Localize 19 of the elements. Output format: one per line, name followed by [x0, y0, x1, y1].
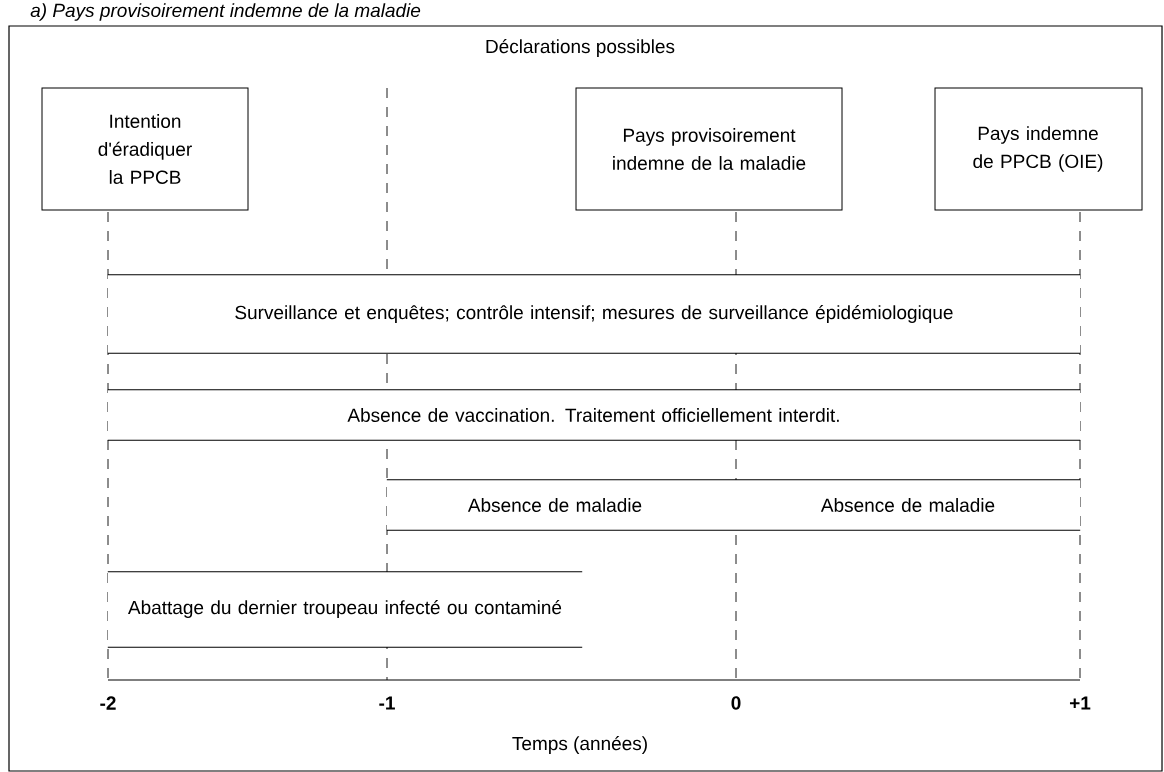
declaration-box: Pays provisoirement indemne de la maladie — [575, 87, 843, 211]
tick-label: -1 — [379, 696, 395, 710]
heading: Déclarations possibles — [486, 39, 675, 57]
declaration-box: Intention d'éradiquer la PPCB — [41, 87, 249, 211]
axis-label: Temps (années) — [512, 736, 647, 754]
period-band: Surveillance et enquêtes; contrôle intensif; mesures de surveillance épidémiologique — [107, 274, 1081, 354]
node-label: Abattage du dernier troupeau infecté ou contaminé — [127, 600, 562, 618]
node-label: Absence de maladie — [467, 498, 642, 512]
node-label: Absence de maladie — [820, 498, 995, 512]
tick-label: +1 — [1070, 696, 1091, 710]
tick-label: 0 — [731, 696, 741, 710]
figure-title: a) Pays provisoirement indemne de la maladie — [30, 3, 421, 21]
period-band: Absence de maladie Absence de maladie — [386, 479, 1081, 531]
period-band: Absence de vaccination. Traitement officiellement interdit. — [107, 389, 1081, 441]
declaration-box: Pays indemne de PPCB (OIE) — [934, 87, 1143, 211]
node-label: Absence de vaccination. Traitement officiellement interdit. — [347, 408, 839, 422]
period-band: Abattage du dernier troupeau infecté ou contaminé — [107, 571, 583, 648]
tick-label: -2 — [100, 696, 116, 710]
node-label: Surveillance et enquêtes; contrôle intensif; mesures de surveillance épidémiologique — [235, 305, 953, 323]
